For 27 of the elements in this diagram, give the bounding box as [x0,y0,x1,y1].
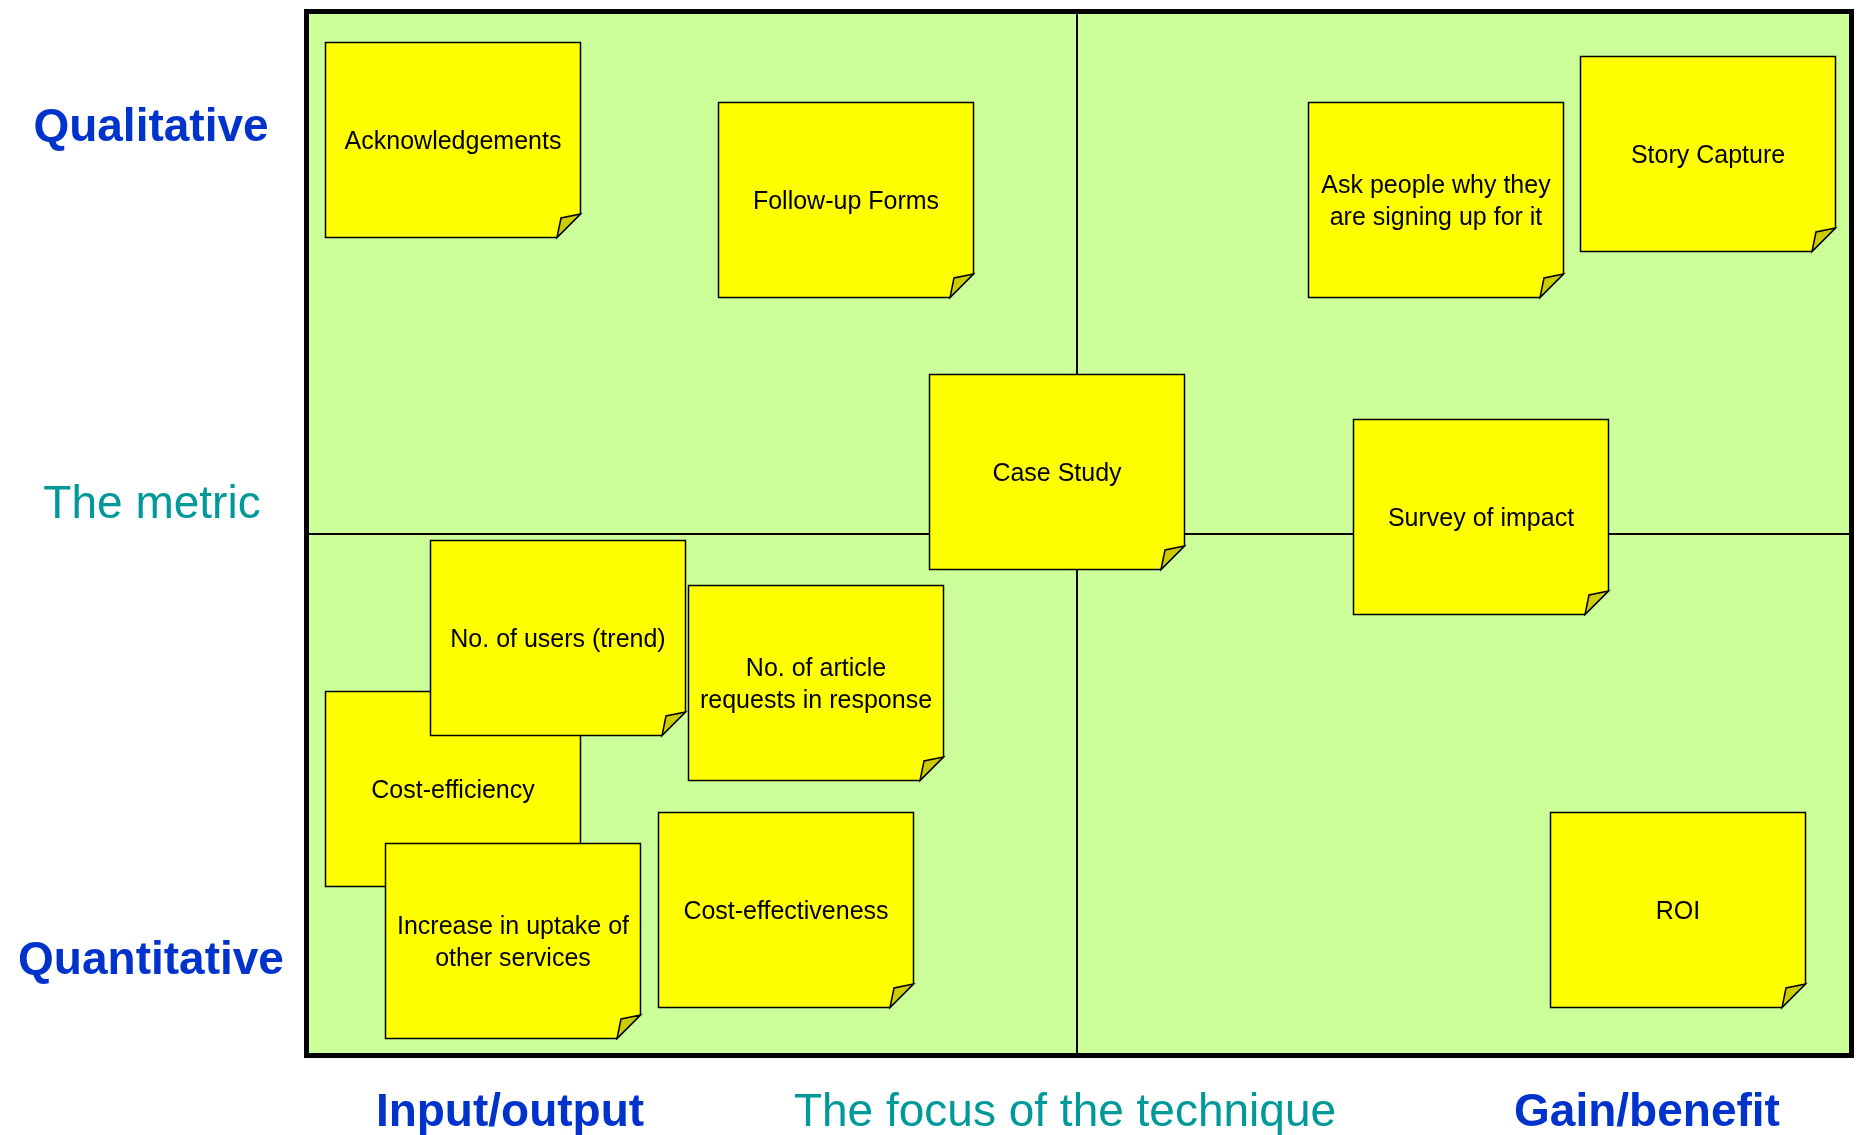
sticky-note [1580,56,1836,252]
sticky-note [658,812,914,1008]
note-text: Follow-up Forms [751,185,941,216]
sticky-note [1308,102,1564,298]
sticky-note [325,42,581,238]
note-text: Ask people why they are signing up for it [1320,169,1552,232]
note-text: No. of users (trend) [449,623,667,654]
note-text: Case Study [991,457,1123,488]
note-text: Increase in uptake of other services [395,910,631,973]
sticky-note [1550,812,1806,1008]
sticky-note [385,843,641,1039]
axis-label: Qualitative [33,98,269,152]
note-text: Cost-effectiveness [682,895,890,926]
note-text: Survey of impact [1386,502,1576,533]
note-text: Acknowledgements [343,125,563,156]
note-text: Cost-efficiency [370,774,536,805]
note-text: No. of article requests in response [698,652,934,715]
note-text: ROI [1654,895,1702,926]
axis-label: Gain/benefit [1514,1083,1780,1135]
axis-label: Quantitative [18,931,284,985]
sticky-note [1353,419,1609,615]
note-text: Story Capture [1629,139,1787,170]
sticky-note [718,102,974,298]
axis-title: The metric [43,475,261,529]
sticky-note [430,540,686,736]
sticky-note [688,585,944,781]
sticky-note [929,374,1185,570]
